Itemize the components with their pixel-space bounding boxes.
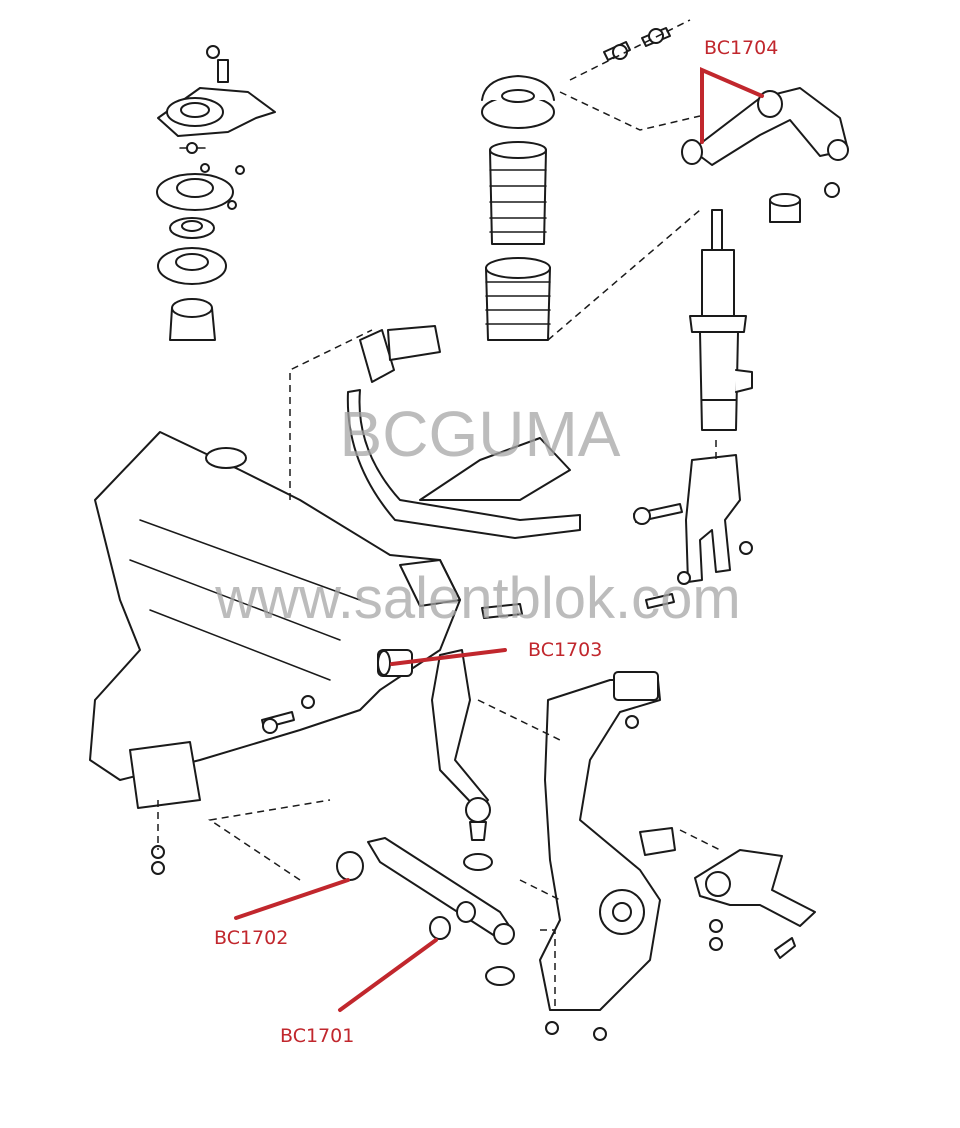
steering-knuckle [539, 671, 676, 1041]
leader-lines [234, 66, 764, 1012]
leader-bc1704 [700, 66, 764, 144]
assembly-guide-lines [157, 19, 721, 1010]
leader-bc1701 [338, 938, 438, 1012]
ball-joint-bracket [694, 849, 816, 959]
brand-watermark: BCGUMA [340, 398, 621, 470]
label-bc1701: BC1701 [280, 1025, 354, 1047]
dust-boots-and-seat [481, 75, 555, 341]
lower-rear-arm [336, 837, 515, 986]
label-bc1702: BC1702 [214, 927, 288, 949]
label-bc1703: BC1703 [528, 639, 602, 661]
misc-bolts [151, 603, 523, 875]
leader-bc1702 [234, 878, 350, 920]
site-watermark: www.salentblok.com [214, 566, 740, 631]
front-crossmember [89, 431, 461, 809]
upper-arm-bolts [603, 27, 671, 61]
upper-control-arm [681, 87, 849, 223]
lower-front-arm [377, 649, 493, 871]
stabilizer-bar [346, 325, 581, 539]
strut-mount-stack [156, 45, 276, 341]
shock-absorber [689, 209, 753, 431]
label-bc1704: BC1704 [704, 37, 778, 59]
leader-bc1703 [390, 648, 507, 666]
strut-fork [633, 454, 753, 609]
